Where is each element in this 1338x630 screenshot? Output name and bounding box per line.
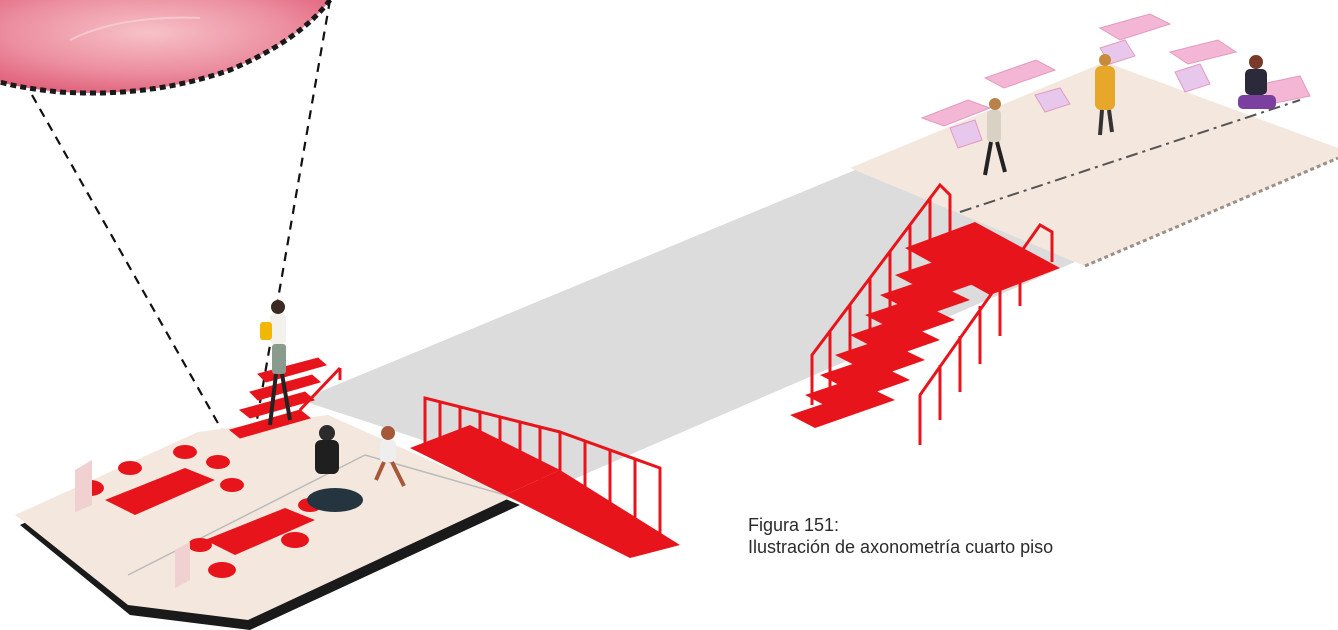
figure-label: Figura 151: xyxy=(748,515,840,535)
ramp-stair-center xyxy=(410,396,680,558)
walkway xyxy=(300,168,1075,485)
person-seated-black xyxy=(307,425,363,512)
person-yellow-bag xyxy=(260,300,292,426)
projection-lines xyxy=(31,0,332,463)
figure-caption-text: Ilustración de axonometría cuarto piso xyxy=(748,537,1054,557)
person-seated-purple xyxy=(1238,55,1276,109)
detail-bubble xyxy=(0,0,332,96)
child-running xyxy=(374,426,406,487)
person-walking xyxy=(983,98,1007,176)
figure-caption: Figura 151: Ilustración de axonometría c… xyxy=(748,514,1208,558)
person-yellow-coat xyxy=(1095,54,1115,136)
red-seating xyxy=(75,445,322,588)
main-stair-right xyxy=(790,182,1060,445)
right-deck xyxy=(850,62,1338,268)
